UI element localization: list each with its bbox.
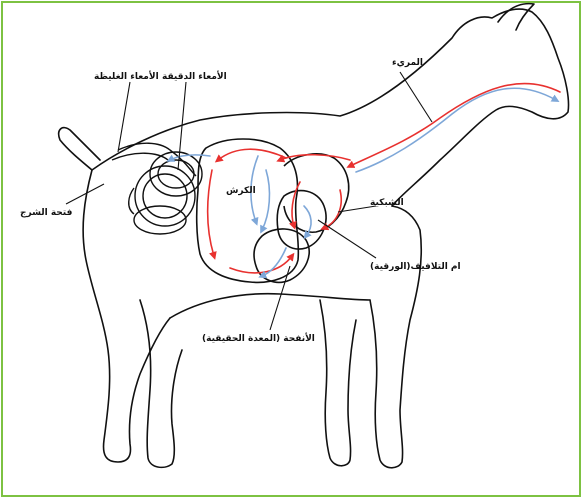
leader-omasum: [318, 220, 376, 258]
goat-foreleg2-outline: [320, 300, 356, 466]
stomach-outline: [197, 139, 349, 282]
label-anus: فتحة الشرج: [20, 208, 72, 218]
label-omasum: ام التلافيف(الورقية): [370, 262, 461, 272]
label-abomasum: الأنفحة (المعدة الحقيقية): [202, 334, 315, 344]
label-esophagus: المريء: [392, 58, 423, 68]
leader-abomasum: [270, 266, 290, 330]
goat-foreleg-outline: [370, 206, 421, 468]
leader-esophagus: [400, 72, 432, 122]
rumen-outline: [197, 139, 299, 282]
goat-back-outline: [92, 9, 569, 206]
goat-hind-outline: [83, 170, 170, 462]
flow-red: [208, 84, 560, 273]
leader-large-intestine: [118, 82, 130, 152]
label-reticulum: الشبكية: [370, 198, 404, 208]
intestines: [112, 143, 202, 234]
goat-hind2-outline: [140, 300, 182, 467]
label-small-intestine: الأمعاء الدقيقة: [162, 72, 227, 82]
goat-belly-outline: [170, 294, 370, 318]
label-large-intestine: الأمعاء الغليظة: [94, 72, 159, 82]
goat-ear-outline: [498, 4, 534, 30]
goat-tail-outline: [59, 128, 100, 170]
label-rumen: الكرش: [226, 186, 256, 196]
